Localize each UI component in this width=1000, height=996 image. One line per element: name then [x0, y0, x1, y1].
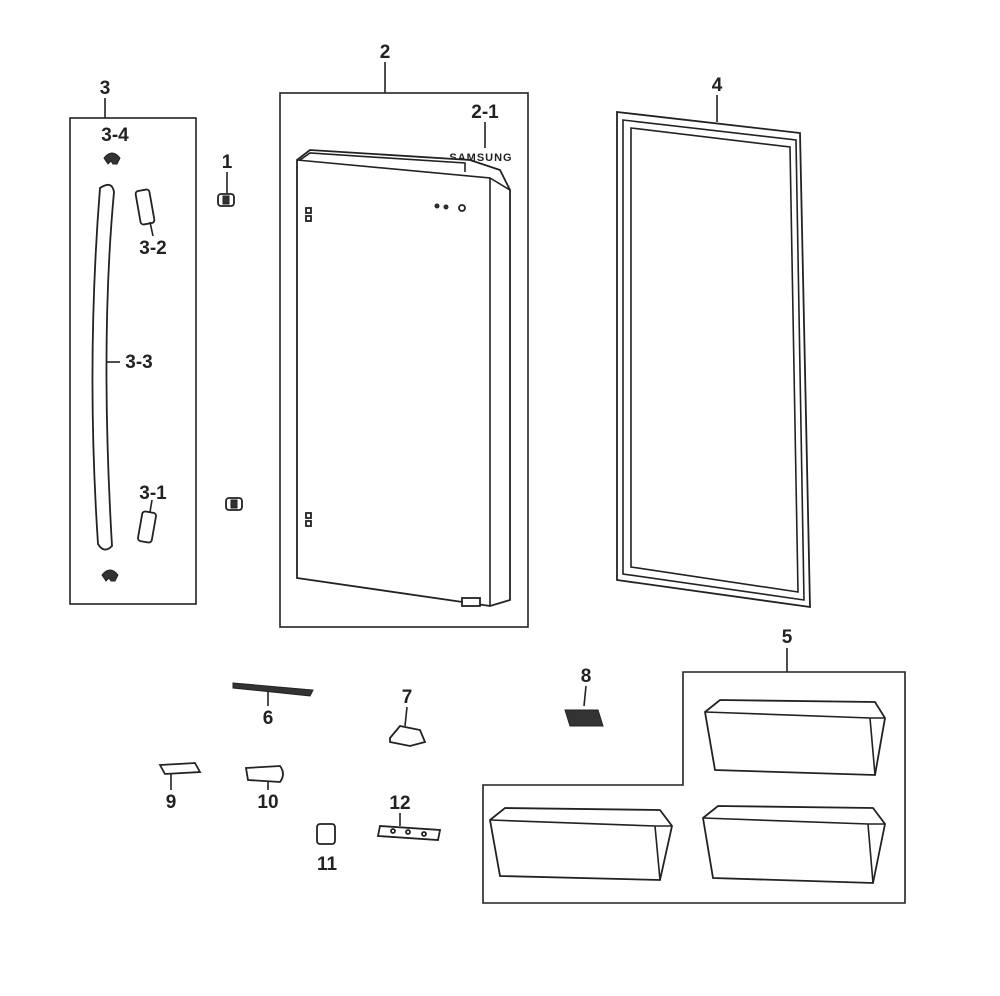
- label-12: 12: [389, 793, 410, 814]
- bracket-part-3-1: [137, 510, 157, 544]
- label-4: 4: [712, 75, 723, 96]
- door-part-2: [296, 149, 511, 607]
- door-gasket-part-4: [616, 110, 811, 609]
- group-box-2: [279, 92, 529, 628]
- label-6: 6: [263, 708, 274, 729]
- label-9: 9: [166, 792, 177, 813]
- handle-bar-3-3: [91, 183, 115, 551]
- label-3-2: 3-2: [139, 238, 166, 259]
- bracket-part-3-2: [134, 188, 156, 226]
- label-3-3: 3-3: [125, 352, 152, 373]
- hinge-cover-part-7: [389, 725, 427, 747]
- door-bin: [704, 699, 886, 776]
- door-assembly-group: 2 2-1 SAMSUNG: [279, 42, 529, 628]
- label-3: 3: [100, 78, 111, 99]
- label-2-1: 2-1: [471, 102, 499, 123]
- hinge-plate-part-6: [232, 682, 314, 697]
- hinge-part-9: [158, 762, 202, 775]
- door-bins-group: 5: [482, 627, 906, 904]
- label-5: 5: [782, 627, 793, 648]
- cap-part-3-4: [103, 152, 121, 165]
- label-2: 2: [380, 42, 391, 63]
- label-10: 10: [257, 792, 278, 813]
- label-plate-part-12: [376, 825, 442, 841]
- handle-assembly-group: 3 3-4 3-3 3-2 3-1: [69, 78, 197, 605]
- label-7: 7: [402, 687, 413, 708]
- door-bin: [489, 807, 673, 881]
- label-8: 8: [581, 666, 592, 687]
- cap-part-11: [316, 823, 336, 845]
- group-box-3: [69, 117, 197, 605]
- label-3-1: 3-1: [139, 483, 167, 504]
- door-bin: [702, 805, 886, 884]
- screw-part-1: [217, 193, 235, 207]
- group-box-5: [482, 671, 906, 904]
- label-3-4: 3-4: [101, 125, 129, 146]
- label-1: 1: [222, 152, 233, 173]
- screw-part-1-lower: [225, 497, 243, 511]
- cap-part-8: [564, 709, 604, 727]
- cap-part-3-4-bottom: [101, 569, 119, 582]
- hinge-block-part-10: [244, 765, 284, 783]
- label-11: 11: [317, 854, 338, 875]
